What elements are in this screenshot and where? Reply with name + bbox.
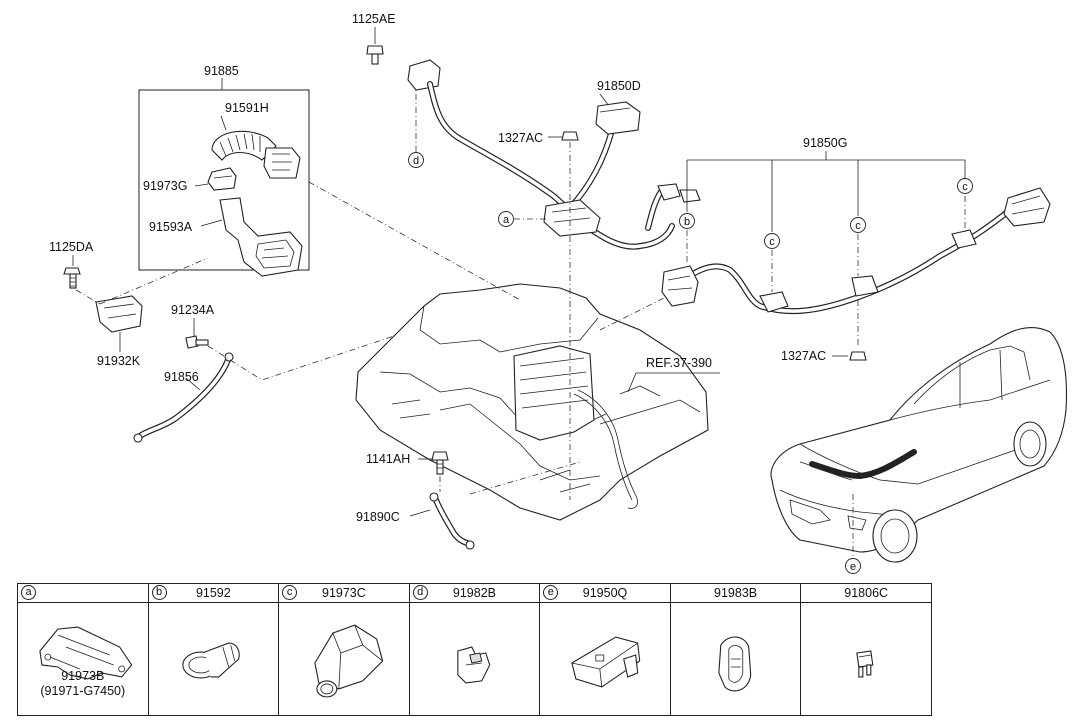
legend-header-b: b 91592 xyxy=(147,583,280,603)
ground-cable-91890C xyxy=(409,492,475,550)
bolt-1125AE xyxy=(366,27,384,65)
label-1327AC-right: 1327AC xyxy=(781,349,826,363)
legend-part-91806C: 91806C xyxy=(844,586,889,600)
car-illustration xyxy=(770,327,1067,563)
parts-diagram: 1125AE 91885 91591H 91973G 91593A 1125DA… xyxy=(49,12,1067,574)
label-1125DA: 1125DA xyxy=(49,240,94,254)
label-91973G: 91973G xyxy=(143,179,187,193)
nut-1327AC-top xyxy=(548,131,579,141)
legend-letter-c: c xyxy=(282,585,298,600)
main-harness-top xyxy=(407,59,701,250)
label-91591H: 91591H xyxy=(225,101,269,115)
legend-letter-a: a xyxy=(21,585,36,600)
holder-91982B-illustration xyxy=(456,646,491,684)
clip-91973G xyxy=(207,167,237,191)
svg-text:d: d xyxy=(413,155,419,167)
legend-part-91982B: 91982B xyxy=(452,586,497,600)
ground-cable-91856 xyxy=(133,352,234,443)
legend-cell-e xyxy=(539,602,671,716)
label-1327AC-top: 1327AC xyxy=(498,131,543,145)
bolt-1125DA xyxy=(63,255,81,289)
svg-text:a: a xyxy=(503,214,510,226)
clip-91973C-illustration xyxy=(314,624,384,698)
legend-header-c: c 91973C xyxy=(278,583,410,603)
motor-frame xyxy=(355,283,709,521)
legend-cell-a: 91973B (91971-G7450) xyxy=(17,602,149,716)
svg-text:c: c xyxy=(769,236,775,248)
marker-b: b xyxy=(679,213,695,229)
legend-cell-91983B xyxy=(669,602,802,716)
label-91932K: 91932K xyxy=(97,354,141,368)
legend-cell-d xyxy=(408,602,541,716)
label-91856: 91856 xyxy=(164,370,199,384)
marker-e: e xyxy=(845,558,861,574)
label-91890C: 91890C xyxy=(356,510,400,524)
label-1141AH: 1141AH xyxy=(366,452,410,466)
label-91593A: 91593A xyxy=(149,220,193,234)
bolt-1141AH xyxy=(418,451,449,475)
relay-91850D xyxy=(595,101,641,135)
legend-part-91983B: 91983B xyxy=(714,586,758,600)
legend-header-e: e 91950Q xyxy=(539,583,671,603)
svg-text:b: b xyxy=(684,216,690,228)
label-1125AE: 1125AE xyxy=(352,12,396,26)
grommet-91592-illustration xyxy=(181,642,240,679)
bracket-91932K xyxy=(95,295,143,352)
legend-part-91950Q: 91950Q xyxy=(582,586,628,600)
cover-91983B-illustration xyxy=(718,636,752,692)
legend-header-d: d 91982B xyxy=(408,583,541,603)
legend-letter-d: d xyxy=(412,585,428,600)
label-91234A: 91234A xyxy=(171,303,215,317)
nut-1327AC-right xyxy=(832,351,867,361)
connector-91593A xyxy=(219,197,303,277)
svg-text:e: e xyxy=(850,561,856,573)
legend-header-91806C: 91806C xyxy=(800,583,932,603)
legend-header-91983B: 91983B xyxy=(669,583,802,603)
connector-kit-91885 xyxy=(138,78,310,277)
legend-cell-b xyxy=(147,602,280,716)
protector-91973B-illustration xyxy=(39,626,133,680)
legend-cell-c xyxy=(278,602,410,716)
corrugated-tube-91591H xyxy=(211,130,301,179)
label-91885: 91885 xyxy=(204,64,239,78)
marker-c3: c xyxy=(957,178,973,194)
label-91850G: 91850G xyxy=(803,136,847,150)
svg-text:c: c xyxy=(855,220,861,232)
leader-91850G xyxy=(686,151,966,232)
svg-text:c: c xyxy=(962,181,968,193)
marker-a: a xyxy=(498,211,548,227)
main-harness-91850G xyxy=(661,187,1051,315)
marker-c2: c xyxy=(850,217,866,233)
legend-a-part-number: 91973B xyxy=(61,669,105,683)
marker-d: d xyxy=(408,90,424,168)
legend-cell-91806C xyxy=(800,602,932,716)
label-ref: REF.37-390 xyxy=(646,356,712,370)
legend-part-91973C: 91973C xyxy=(322,586,366,600)
legend-letter-b: b xyxy=(151,585,167,600)
legend-letter-e: e xyxy=(543,585,559,600)
legend-header-a: a xyxy=(17,583,149,603)
legend-part-91592: 91592 xyxy=(195,586,231,600)
legend-a-part-subnumber: (91971-G7450) xyxy=(40,684,126,698)
label-91850D: 91850D xyxy=(597,79,641,93)
module-91950Q-illustration xyxy=(571,636,641,688)
marker-c1: c xyxy=(764,233,780,249)
bolt-91234A xyxy=(185,318,209,349)
fuse-91806C-illustration xyxy=(856,650,874,678)
